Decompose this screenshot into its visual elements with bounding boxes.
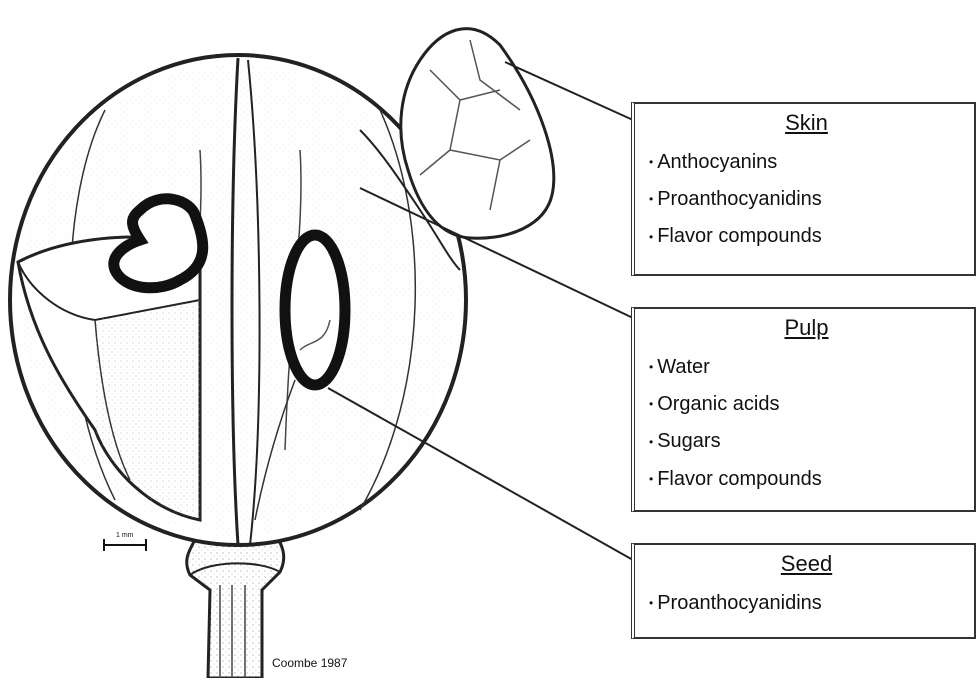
pulp-component: Flavor compounds: [649, 461, 964, 498]
skin-label-box: Skin Anthocyanins Proanthocyanidins Flav…: [631, 102, 976, 276]
pulp-component: Water: [649, 349, 964, 386]
seed-title: Seed: [649, 551, 964, 577]
scale-bar-label: 1 mm: [116, 532, 134, 539]
pulp-title: Pulp: [649, 315, 964, 341]
pulp-label-box: Pulp Water Organic acids Sugars Flavor c…: [631, 307, 976, 512]
seed-component-list: Proanthocyanidins: [649, 585, 964, 622]
pulp-component: Sugars: [649, 423, 964, 460]
image-credit: Coombe 1987: [272, 656, 347, 670]
scale-bar: [104, 539, 146, 551]
pulp-component: Organic acids: [649, 386, 964, 423]
seed-component: Proanthocyanidins: [649, 585, 964, 622]
skin-component: Proanthocyanidins: [649, 181, 964, 218]
seed-label-box: Seed Proanthocyanidins: [631, 543, 976, 639]
skin-component: Flavor compounds: [649, 218, 964, 255]
skin-component: Anthocyanins: [649, 144, 964, 181]
pulp-component-list: Water Organic acids Sugars Flavor compou…: [649, 349, 964, 498]
skin-component-list: Anthocyanins Proanthocyanidins Flavor co…: [649, 144, 964, 256]
skin-title: Skin: [649, 110, 964, 136]
